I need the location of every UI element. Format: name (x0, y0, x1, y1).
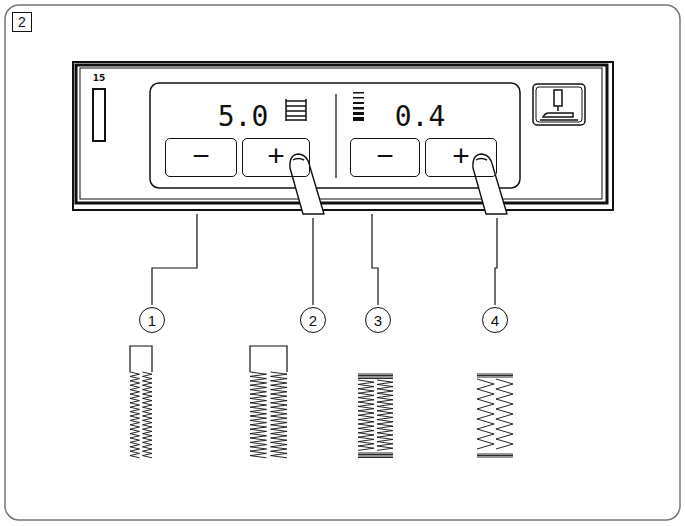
node-text: 3 (374, 313, 382, 328)
callout-number: 3 (365, 307, 391, 333)
width-value: 5.0 (218, 103, 269, 131)
plus-button: + (242, 138, 310, 177)
node-text: − (192, 141, 210, 171)
minus-button: − (350, 138, 420, 177)
length-value: 0.4 (395, 103, 446, 131)
minus-button: − (165, 138, 237, 177)
node-text: + (267, 141, 285, 171)
node-text: − (376, 141, 394, 171)
callout-number: 4 (482, 307, 508, 333)
node-text: 2 (18, 15, 26, 29)
pattern-number: 15 (93, 74, 106, 83)
plus-button: + (425, 138, 497, 177)
node-text: 2 (309, 313, 317, 328)
node-text: 4 (491, 313, 499, 328)
callout-number: 1 (139, 307, 165, 333)
node-text: + (452, 141, 470, 171)
figure-number-box: 2 (12, 12, 32, 32)
node-text: 1 (148, 313, 156, 328)
callout-number: 2 (300, 307, 326, 333)
